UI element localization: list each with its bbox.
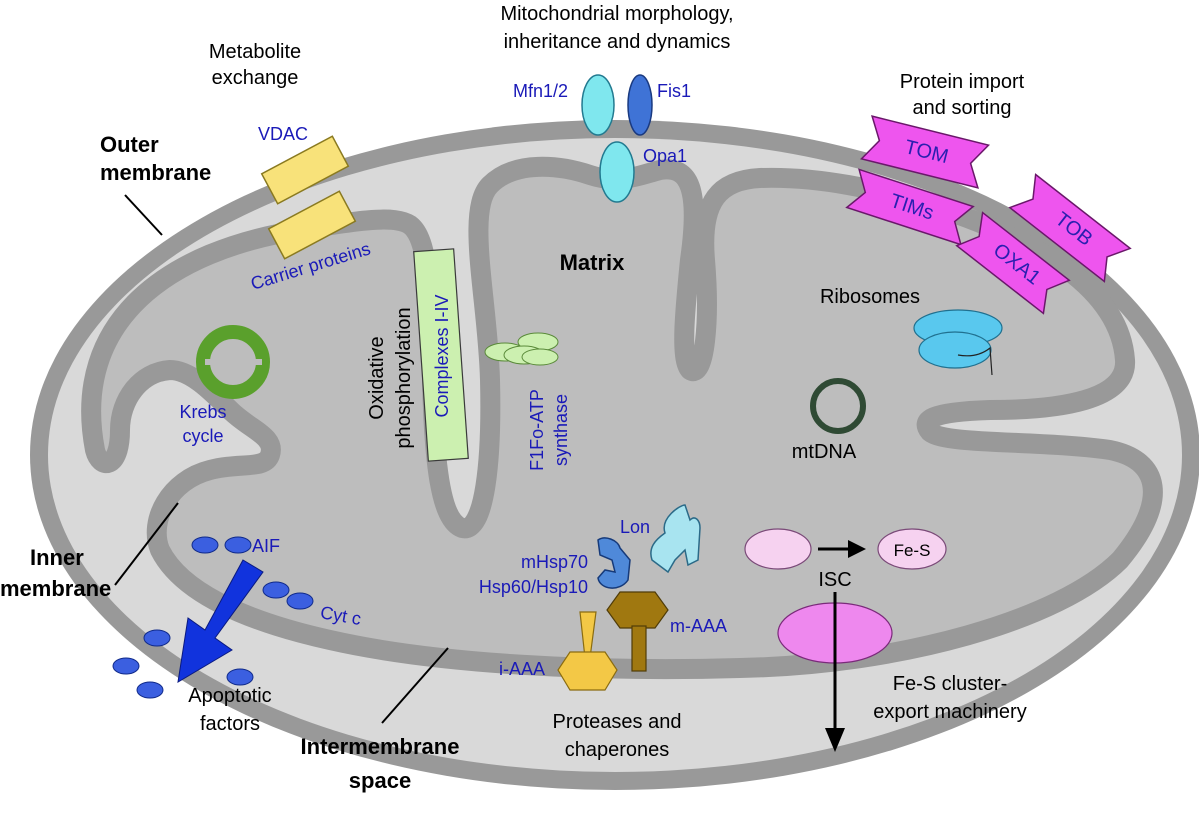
intermembrane-label-line1: Intermembrane bbox=[301, 734, 460, 759]
outer-membrane-label-line2: membrane bbox=[100, 160, 211, 185]
intermembrane-label-line2: space bbox=[349, 768, 411, 793]
fes-export-label-line1: Fe-S cluster- bbox=[893, 673, 1007, 695]
vdac-channel bbox=[260, 135, 350, 205]
fes-export-label-line2: export machinery bbox=[873, 701, 1026, 723]
apoptotic-label-line2: factors bbox=[200, 713, 260, 735]
proteases-label-line1: Proteases and bbox=[553, 711, 682, 733]
fis1-label: Fis1 bbox=[657, 81, 691, 101]
ribosome-icon bbox=[913, 309, 1003, 376]
proteases-label-line2: chaperones bbox=[565, 739, 670, 761]
mtdna-label: mtDNA bbox=[792, 441, 857, 463]
metabolite-label-line2: exchange bbox=[212, 67, 299, 89]
apoptotic-factor-particles bbox=[112, 536, 314, 699]
mfn-protein bbox=[581, 74, 615, 136]
inner-membrane-label-line2: membrane bbox=[0, 576, 111, 601]
isc-complex bbox=[744, 528, 812, 570]
mhsp-label-line1: mHsp70 bbox=[521, 552, 588, 572]
lon-label: Lon bbox=[620, 517, 650, 537]
krebs-cycle-ring bbox=[196, 325, 270, 399]
ribosomes-label: Ribosomes bbox=[820, 286, 920, 308]
tom-complex bbox=[860, 115, 990, 189]
i-aaa-label: i-AAA bbox=[499, 659, 545, 679]
oxphos-label-line2: phosphorylation bbox=[393, 307, 415, 448]
krebs-label-line2: cycle bbox=[182, 426, 223, 446]
apoptotic-label-line1: Apoptotic bbox=[188, 685, 271, 707]
isc-arrowhead bbox=[848, 540, 866, 558]
aif-label: AIF bbox=[252, 536, 280, 556]
fes-label: Fe-S bbox=[894, 541, 931, 560]
opa1-protein bbox=[599, 141, 635, 203]
outer-membrane-pointer bbox=[124, 194, 163, 236]
m-aaa-label: m-AAA bbox=[670, 616, 727, 636]
aif-release-arrow bbox=[177, 559, 264, 683]
morphology-label-line1: Mitochondrial morphology, bbox=[500, 3, 733, 25]
intermembrane-pointer bbox=[381, 647, 449, 724]
metabolite-label-line1: Metabolite bbox=[209, 41, 301, 63]
protein-import-label-line2: and sorting bbox=[913, 97, 1012, 119]
mhsp-chaperone-icon bbox=[597, 537, 631, 589]
opa1-label: Opa1 bbox=[643, 146, 687, 166]
carrier-protein bbox=[267, 190, 357, 260]
complexes-box bbox=[413, 248, 469, 462]
tob-complex bbox=[1008, 173, 1132, 283]
oxphos-label-line1: Oxidative bbox=[366, 336, 388, 419]
inner-membrane-label-line1: Inner bbox=[30, 545, 84, 570]
matrix-label: Matrix bbox=[560, 250, 626, 275]
m-aaa-protease-icon bbox=[606, 591, 669, 672]
mtdna-circle bbox=[810, 378, 866, 434]
inner-membrane-pointer bbox=[114, 502, 179, 586]
vdac-label: VDAC bbox=[258, 124, 308, 144]
protein-import-label-line1: Protein import bbox=[900, 71, 1025, 93]
i-aaa-protease-icon bbox=[557, 611, 618, 691]
outer-membrane-label-line1: Outer bbox=[100, 132, 159, 157]
morphology-label-line2: inheritance and dynamics bbox=[504, 31, 731, 53]
atp-synthase-icon bbox=[484, 332, 559, 366]
fis1-protein bbox=[627, 74, 653, 136]
isc-label: ISC bbox=[818, 569, 851, 591]
f1fo-label-line1: F1Fo-ATP bbox=[527, 389, 547, 471]
krebs-label-line1: Krebs bbox=[179, 402, 226, 422]
fes-export-arrowhead bbox=[825, 728, 845, 752]
f1fo-label-line2: synthase bbox=[551, 394, 571, 466]
fes-cluster bbox=[877, 528, 947, 570]
oxa1-complex bbox=[955, 211, 1071, 315]
complexes-label: Complexes I-IV bbox=[432, 294, 452, 417]
mfn-label: Mfn1/2 bbox=[513, 81, 568, 101]
lon-protease-icon bbox=[650, 504, 701, 574]
mhsp-label-line2: Hsp60/Hsp10 bbox=[479, 577, 588, 597]
